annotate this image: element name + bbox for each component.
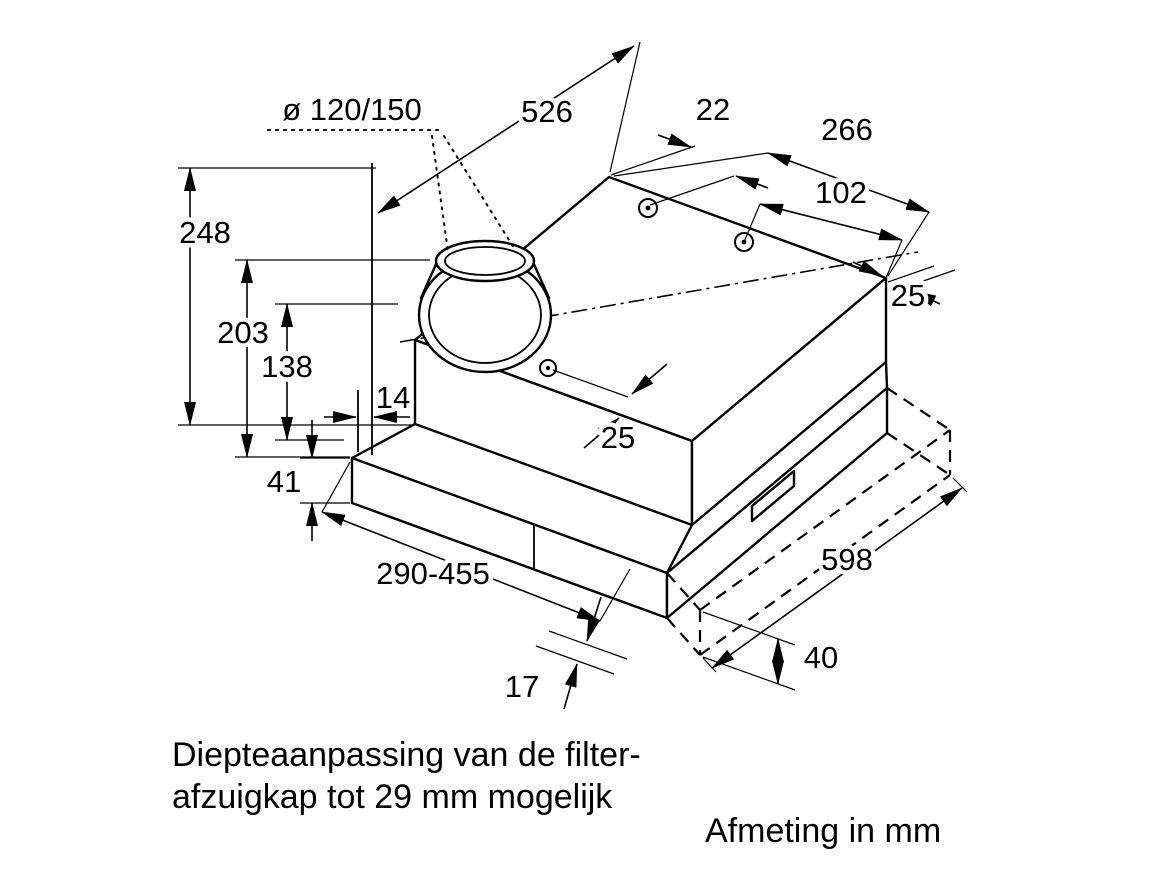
dim-label-598: 598 (821, 542, 873, 577)
dim-label-138: 138 (261, 349, 313, 384)
caption-line2: afzuigkap tot 29 mm mogelijk (172, 778, 613, 816)
duct-collar (417, 239, 553, 374)
dim-label-22: 22 (696, 92, 730, 127)
dim-label-248: 248 (179, 215, 231, 250)
dim-label-203: 203 (217, 315, 269, 350)
dim-label-25-right: 25 (891, 278, 925, 313)
dim-label-14: 14 (376, 380, 410, 415)
dim-label-266: 266 (821, 112, 873, 147)
dim-label-102: 102 (815, 175, 867, 210)
caption-line1: Diepteaanpassing van de filter- (172, 736, 641, 774)
dim-label-25-front: 25 (601, 420, 635, 455)
dimension-lines (184, 45, 963, 710)
dim-label-40: 40 (804, 640, 838, 675)
dim-label-41: 41 (267, 464, 301, 499)
mounting-holes (539, 198, 754, 377)
dim-label-diameter: ø 120/150 (282, 92, 422, 127)
dim-label-17: 17 (505, 669, 539, 704)
dim-label-290-455: 290-455 (376, 556, 490, 591)
dim-label-526: 526 (521, 94, 573, 129)
units-note: Afmeting in mm (705, 812, 941, 850)
